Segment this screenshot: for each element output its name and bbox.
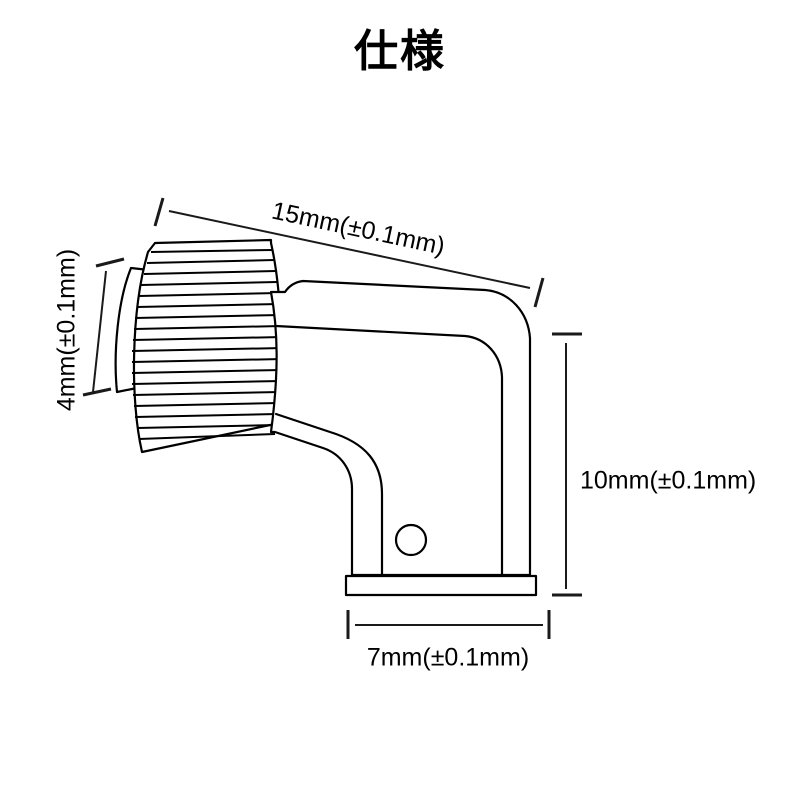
dimension-label-knob-width: 4mm(±0.1mm)	[53, 249, 81, 411]
base-flange	[344, 574, 538, 597]
dim-line-knob-width	[92, 270, 107, 393]
elbow-outline	[269, 279, 532, 577]
dimension-label-height: 10mm(±0.1mm)	[580, 467, 756, 495]
dim-tick-left	[153, 197, 165, 227]
knurled-knob	[114, 238, 284, 454]
dimension-base-width: 7mm(±0.1mm)	[346, 610, 551, 672]
dim-tick-top	[95, 257, 125, 268]
elbow-body	[269, 279, 538, 597]
dimension-label-base-width: 7mm(±0.1mm)	[367, 644, 529, 672]
elbow-inner-bottom-line	[274, 412, 384, 577]
knurl-ridges	[131, 249, 284, 440]
dim-line-length	[168, 210, 531, 289]
dim-tick-bottom	[82, 387, 112, 397]
through-hole-circle	[394, 523, 428, 557]
page-title: 仕様	[354, 26, 446, 77]
dim-tick-right	[533, 277, 545, 308]
elbow-inner-top-line	[274, 324, 504, 577]
dimension-knob-width: 4mm(±0.1mm)	[53, 249, 125, 411]
dimension-overall-height: 10mm(±0.1mm)	[552, 332, 756, 597]
